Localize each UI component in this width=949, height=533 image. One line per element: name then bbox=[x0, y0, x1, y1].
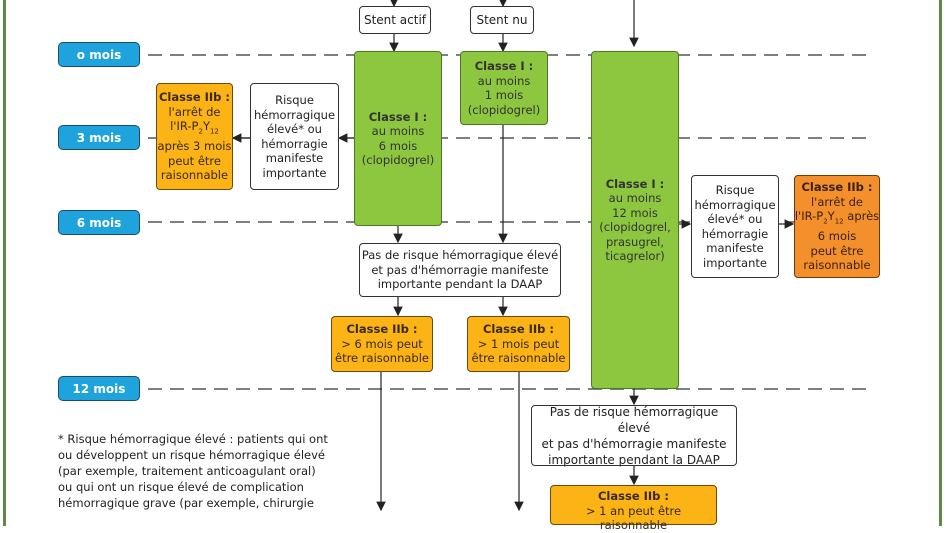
time-label-0: o mois bbox=[58, 42, 140, 67]
box-title: Classe IIb : bbox=[597, 489, 670, 503]
box-line: hémorragique bbox=[253, 107, 336, 122]
drug-text: l'IR-P bbox=[794, 209, 824, 224]
box-line: Pas de risque hémorragique élevé bbox=[361, 248, 559, 263]
box-line: l'IR-P2Y12 après bbox=[795, 209, 879, 229]
drug-text: Y bbox=[827, 209, 835, 224]
box-line: l'IR-P2Y12 bbox=[170, 119, 219, 139]
subscript: 12 bbox=[834, 217, 844, 226]
box-line: élevé* ou bbox=[267, 122, 322, 136]
box-line: > 6 mois peut bbox=[341, 336, 423, 351]
stent-bare-box: Stent nu bbox=[470, 6, 534, 34]
box-line: hémorragie bbox=[261, 136, 328, 151]
risk-box-right: Risque hémorragique élevé* ou hémorragie… bbox=[691, 175, 779, 278]
box-title: Classe IIb : bbox=[482, 322, 555, 337]
subscript: 2 bbox=[823, 217, 828, 226]
box-title: Classe I : bbox=[368, 109, 428, 124]
box-line: après 3 mois bbox=[157, 139, 232, 154]
subscript: 12 bbox=[209, 127, 219, 136]
box-line: importante bbox=[703, 255, 767, 270]
class-i-bare-box: Classe I : au moins 1 mois (clopidogrel) bbox=[460, 51, 548, 125]
box-title: Classe I : bbox=[474, 59, 534, 73]
class-iib-over-1-year-box: Classe IIb : > 1 an peut être raisonnabl… bbox=[550, 485, 717, 532]
class-i-active-box: Classe I : au moins 6 mois (clopidogrel) bbox=[354, 51, 442, 226]
box-line: 6 mois bbox=[378, 138, 418, 153]
drug-text: après bbox=[843, 209, 880, 224]
box-line: manifeste bbox=[706, 241, 764, 255]
box-line: (clopidogrel) bbox=[361, 153, 435, 167]
footnote-line: (par exemple, traitement anticoagulant o… bbox=[58, 464, 316, 478]
class-iib-over-6-box: Classe IIb : > 6 mois peut être raisonna… bbox=[331, 316, 433, 372]
box-title: Classe I : bbox=[605, 176, 665, 191]
box-line: 12 mois bbox=[612, 205, 658, 220]
box-line: et pas d'hémorragie manifeste bbox=[541, 436, 727, 451]
subscript: 2 bbox=[198, 127, 203, 136]
box-line: peut être bbox=[810, 243, 864, 258]
box-line: au moins bbox=[371, 124, 425, 138]
box-line: l'arrêt de bbox=[810, 194, 864, 209]
box-line: Risque bbox=[275, 93, 314, 107]
box-line: hémorragie bbox=[701, 226, 769, 241]
box-line: Risque bbox=[715, 183, 755, 197]
time-label-12: 12 mois bbox=[58, 376, 140, 401]
box-line: importante pendant la DAAP bbox=[548, 452, 720, 467]
class-iib-6-months-box: Classe IIb : l'arrêt de l'IR-P2Y12 après… bbox=[794, 175, 880, 278]
class-i-12-box: Classe I : au moins 12 mois (clopidogrel… bbox=[591, 51, 679, 389]
class-iib-over-1-box: Classe IIb : > 1 mois peut être raisonna… bbox=[467, 316, 570, 372]
box-line: importante pendant la DAAP bbox=[377, 277, 543, 292]
box-line: 6 mois bbox=[817, 229, 857, 244]
box-title: Classe IIb : bbox=[346, 322, 418, 337]
box-line: être raisonnable bbox=[471, 351, 566, 366]
box-line: et pas d'hémorragie manifeste bbox=[371, 262, 549, 277]
box-line: l'arrêt de bbox=[168, 104, 221, 119]
box-line: au moins bbox=[608, 191, 662, 205]
box-line: > 1 mois peut bbox=[477, 336, 560, 351]
box-title: Classe IIb : bbox=[801, 180, 873, 195]
time-label-3: 3 mois bbox=[58, 125, 140, 150]
box-line: être raisonnable bbox=[335, 351, 429, 366]
footnote: * Risque hémorragique élevé : patients q… bbox=[58, 431, 348, 511]
footnote-line: hémorragique grave (par exemple, chirurg… bbox=[58, 496, 314, 510]
no-risk-box-2: Pas de risque hémorragique élevé et pas … bbox=[531, 404, 737, 467]
box-line: au moins bbox=[477, 73, 531, 88]
no-risk-box-1: Pas de risque hémorragique élevé et pas … bbox=[359, 243, 561, 297]
box-line: (clopidogrel) bbox=[467, 102, 541, 117]
box-line: importante bbox=[262, 165, 327, 180]
drug-text: l'IR-P bbox=[170, 119, 199, 134]
risk-box-left: Risque hémorragique élevé* ou hémorragie… bbox=[250, 83, 339, 190]
box-title: Classe IIb : bbox=[158, 90, 231, 105]
class-iib-3-months-box: Classe IIb : l'arrêt de l'IR-P2Y12 après… bbox=[156, 83, 233, 190]
box-line: manifeste bbox=[265, 151, 324, 165]
footnote-line: ou développent un risque hémorragique él… bbox=[58, 448, 326, 462]
footnote-line: ou qui ont un risque élevé de complicati… bbox=[58, 480, 304, 494]
box-line: 1 mois bbox=[484, 88, 524, 102]
box-line: raisonnable bbox=[803, 258, 871, 273]
box-line: prasugrel, bbox=[605, 234, 665, 249]
box-line: (clopidogrel, bbox=[599, 220, 671, 234]
box-line: > 1 an peut être raisonnable bbox=[585, 503, 682, 533]
box-line: raisonnable bbox=[160, 168, 229, 183]
stent-active-box: Stent actif bbox=[359, 6, 431, 34]
box-line: hémorragique bbox=[694, 197, 776, 212]
box-line: Pas de risque hémorragique élevé bbox=[549, 404, 719, 435]
time-label-6: 6 mois bbox=[58, 210, 140, 235]
footnote-line: * Risque hémorragique élevé : patients q… bbox=[58, 432, 328, 446]
box-line: ticagrelor) bbox=[605, 249, 665, 263]
frame-border bbox=[3, 0, 942, 526]
box-line: peut être bbox=[168, 153, 221, 168]
drug-text: Y bbox=[202, 119, 210, 134]
box-line: élevé* ou bbox=[707, 212, 763, 226]
